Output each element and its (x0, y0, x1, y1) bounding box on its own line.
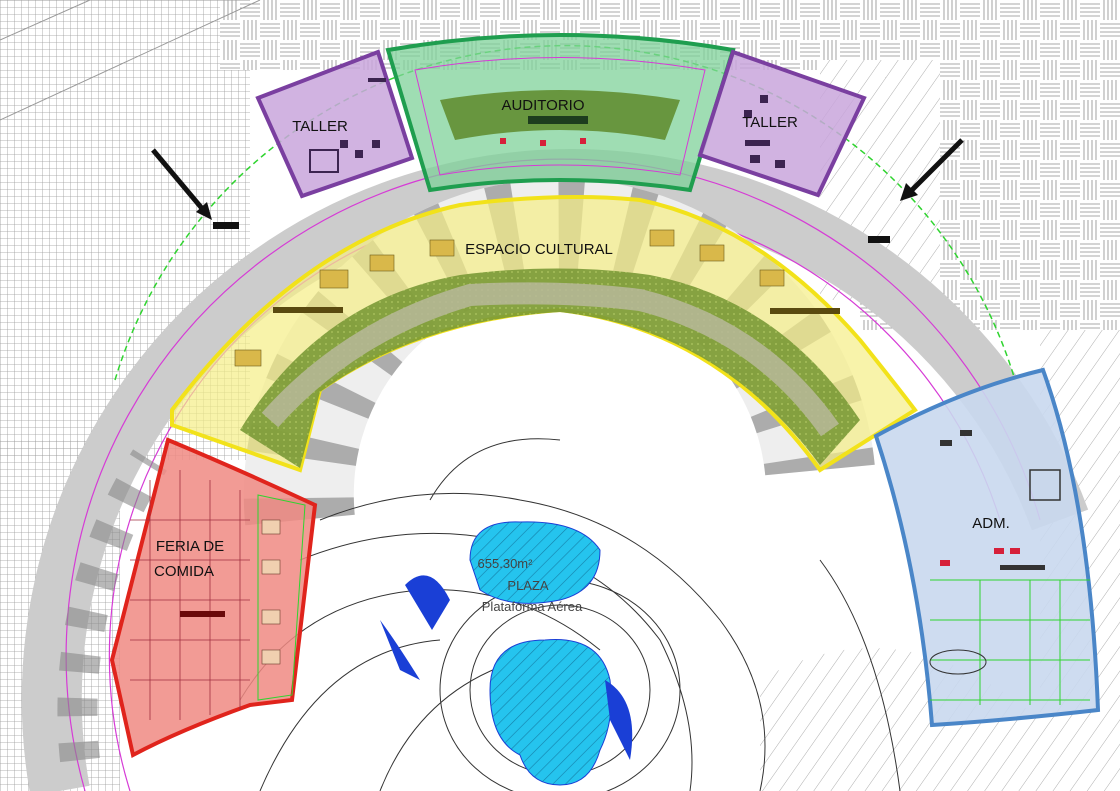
plaza-subtitle: Plataforma Aérea (482, 599, 583, 614)
label-taller-left: TALLER (292, 118, 348, 135)
plaza-name: PLAZA (507, 578, 549, 593)
label-feria-line2: COMIDA (154, 563, 214, 580)
label-feria-line1: FERIA DE (156, 538, 224, 555)
zone-taller-left (255, 49, 415, 199)
label-espacio-cultural: ESPACIO CULTURAL (465, 241, 613, 258)
zone-espacio-cultural (170, 194, 918, 473)
plaza-area-value: 655.30m² (478, 556, 534, 571)
arrow-down-right-icon (151, 148, 239, 229)
label-auditorio: AUDITORIO (501, 97, 584, 114)
water-features (380, 521, 633, 786)
label-adm: ADM. (972, 515, 1010, 532)
label-taller-right: TALLER (742, 114, 798, 131)
zone-taller-right (697, 49, 867, 198)
zone-feria-de-comida (109, 437, 318, 759)
zone-adm (873, 367, 1101, 728)
arrow-down-left-icon (868, 138, 964, 243)
zone-auditorio (385, 33, 736, 193)
